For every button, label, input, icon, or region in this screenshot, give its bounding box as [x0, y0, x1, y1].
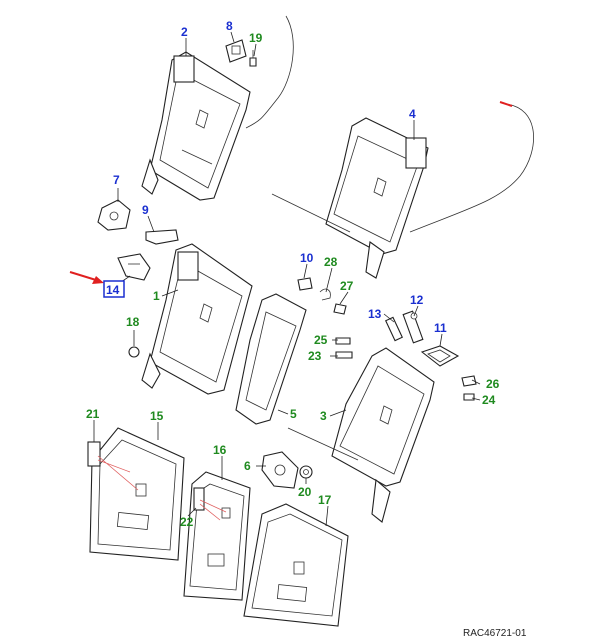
callout-12: 12 [410, 293, 424, 307]
part-3-seat-back-frame [287, 347, 435, 523]
callout-18: 18 [126, 315, 140, 329]
part-5-center-frame [235, 293, 307, 425]
part-24-clip [463, 393, 475, 401]
part-27-clip [333, 303, 347, 315]
part-7-cover [97, 199, 131, 231]
part-9-bracket [145, 229, 179, 245]
callouts: 2 8 19 4 7 9 10 28 27 1 12 13 18 11 25 2… [86, 19, 500, 529]
part-19-bolt [249, 50, 257, 67]
callout-14-box [103, 280, 125, 298]
callout-23: 23 [308, 349, 322, 363]
callout-24: 24 [482, 393, 496, 407]
callout-25: 25 [314, 333, 328, 347]
callout-16: 16 [213, 443, 227, 457]
leader-lines [93, 31, 481, 527]
cable-right-tip [499, 101, 513, 107]
part-14-latch [117, 253, 151, 281]
callout-2: 2 [181, 25, 188, 39]
callout-20: 20 [298, 485, 312, 499]
cable-upper [245, 15, 294, 129]
callout-19: 19 [249, 31, 263, 45]
callout-11: 11 [434, 321, 447, 335]
part-17-trim-panel [243, 503, 349, 627]
callout-7: 7 [113, 173, 120, 187]
callout-6: 6 [244, 459, 251, 473]
callout-22: 22 [180, 515, 194, 529]
callout-26: 26 [486, 377, 500, 391]
part-8-bracket [225, 39, 247, 63]
part-20-washer [299, 465, 313, 479]
part-11-plate [420, 345, 460, 367]
callout-5: 5 [290, 407, 297, 421]
part-23-fastener [335, 351, 353, 359]
cable-right [409, 103, 534, 233]
callout-1: 1 [153, 289, 160, 303]
part-15-trim-panel [89, 427, 185, 561]
part-10-clip [297, 277, 313, 291]
callout-8: 8 [226, 19, 233, 33]
part-1-seat-back-frame [141, 243, 253, 395]
reference-code: RAC46721-01 [463, 628, 527, 639]
callout-4: 4 [409, 107, 416, 121]
callout-13: 13 [368, 307, 382, 321]
callout-3: 3 [320, 409, 327, 423]
callout-28: 28 [324, 255, 338, 269]
part-4-seat-back-frame [271, 117, 429, 279]
callout-21: 21 [86, 407, 100, 421]
callout-14: 14 [106, 283, 120, 297]
callout-15: 15 [150, 409, 164, 423]
part-25-fastener [335, 337, 351, 345]
callout-17: 17 [318, 493, 332, 507]
part-18-nut [128, 346, 140, 358]
part-26-clip [461, 375, 477, 387]
callout-10: 10 [300, 251, 314, 265]
part-6-bracket [261, 451, 299, 489]
part-22-latch [193, 487, 227, 521]
part-13-bolt [384, 316, 404, 342]
red-pointer-arrow [69, 271, 104, 284]
part-28-hook [319, 288, 331, 301]
callout-27: 27 [340, 279, 354, 293]
callout-9: 9 [142, 203, 149, 217]
part-12-pin [402, 310, 424, 344]
part-2-seat-back-frame [141, 51, 251, 201]
